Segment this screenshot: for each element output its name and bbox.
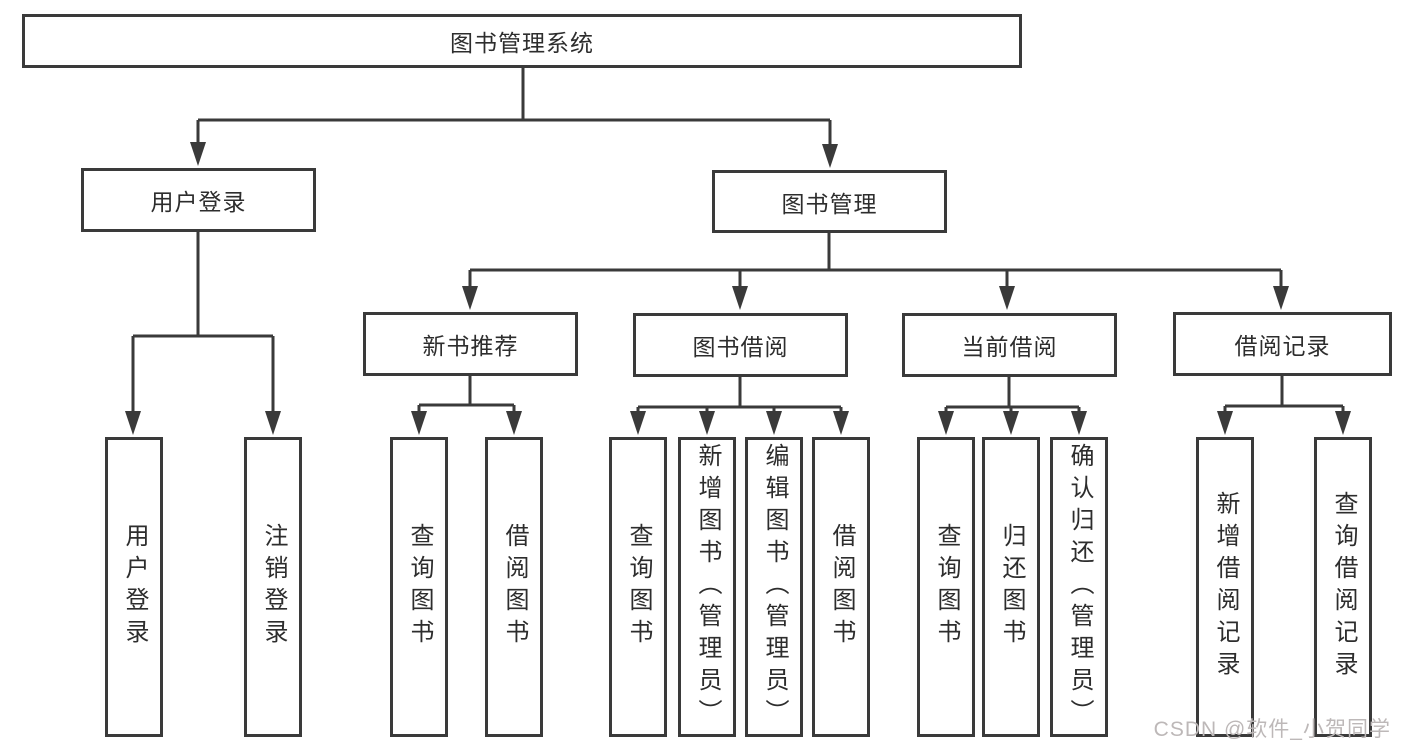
connector-new-book-children bbox=[417, 376, 516, 414]
node-root-label: 图书管理系统 bbox=[450, 30, 594, 56]
leaf-records-query-label: 查询借阅记录 bbox=[1330, 491, 1357, 683]
leaf-current-confirm-return-label: 确认归还（管理员） bbox=[1066, 443, 1093, 731]
leaf-borrow-add-label: 新增图书（管理员） bbox=[694, 443, 721, 731]
leaf-current-query-label: 查询图书 bbox=[933, 523, 960, 651]
leaf-newbook-borrow: 借阅图书 bbox=[485, 437, 543, 737]
leaf-records-add: 新增借阅记录 bbox=[1196, 437, 1254, 737]
connector-book-management-children bbox=[468, 233, 1283, 289]
leaf-borrow-add: 新增图书（管理员） bbox=[678, 437, 736, 737]
connector-borrow-records-children bbox=[1223, 376, 1345, 414]
leaf-user-login-label: 用户登录 bbox=[121, 523, 148, 651]
leaf-newbook-borrow-label: 借阅图书 bbox=[501, 523, 528, 651]
leaf-newbook-query-label: 查询图书 bbox=[406, 523, 433, 651]
leaf-current-confirm-return: 确认归还（管理员） bbox=[1050, 437, 1108, 737]
node-book-borrow: 图书借阅 bbox=[633, 313, 848, 377]
connector-current-borrow-children bbox=[944, 377, 1081, 414]
watermark: CSDN @软件_小贺同学 bbox=[1153, 718, 1391, 741]
node-user-login-label: 用户登录 bbox=[150, 189, 247, 215]
leaf-records-add-label: 新增借阅记录 bbox=[1212, 491, 1239, 683]
leaf-current-query: 查询图书 bbox=[917, 437, 975, 737]
node-book-borrow-label: 图书借阅 bbox=[692, 334, 789, 360]
node-root: 图书管理系统 bbox=[22, 14, 1022, 68]
leaf-borrow-edit-label: 编辑图书（管理员） bbox=[761, 443, 788, 731]
leaf-borrow-query: 查询图书 bbox=[609, 437, 667, 737]
node-current-borrow: 当前借阅 bbox=[902, 313, 1117, 377]
node-new-book-recommend-label: 新书推荐 bbox=[422, 333, 519, 359]
leaf-current-return-label: 归还图书 bbox=[998, 523, 1025, 651]
leaf-logout: 注销登录 bbox=[244, 437, 302, 737]
connector-root-to-level2 bbox=[196, 68, 832, 148]
node-borrow-records: 借阅记录 bbox=[1173, 312, 1392, 376]
node-current-borrow-label: 当前借阅 bbox=[961, 334, 1058, 360]
leaf-borrow-borrow-label: 借阅图书 bbox=[828, 523, 855, 651]
leaf-logout-label: 注销登录 bbox=[260, 523, 287, 651]
leaf-records-query: 查询借阅记录 bbox=[1314, 437, 1372, 737]
node-borrow-records-label: 借阅记录 bbox=[1234, 333, 1331, 359]
leaf-newbook-query: 查询图书 bbox=[390, 437, 448, 737]
connector-user-login-children bbox=[131, 232, 275, 414]
leaf-user-login: 用户登录 bbox=[105, 437, 163, 737]
node-new-book-recommend: 新书推荐 bbox=[363, 312, 578, 376]
leaf-current-return: 归还图书 bbox=[982, 437, 1040, 737]
connector-book-borrow-children bbox=[636, 377, 843, 414]
leaf-borrow-edit: 编辑图书（管理员） bbox=[745, 437, 803, 737]
leaf-borrow-borrow: 借阅图书 bbox=[812, 437, 870, 737]
arrowheads bbox=[125, 142, 1351, 435]
node-book-management: 图书管理 bbox=[712, 170, 947, 233]
node-book-management-label: 图书管理 bbox=[781, 190, 878, 217]
node-user-login: 用户登录 bbox=[81, 168, 316, 232]
leaf-borrow-query-label: 查询图书 bbox=[625, 523, 652, 651]
